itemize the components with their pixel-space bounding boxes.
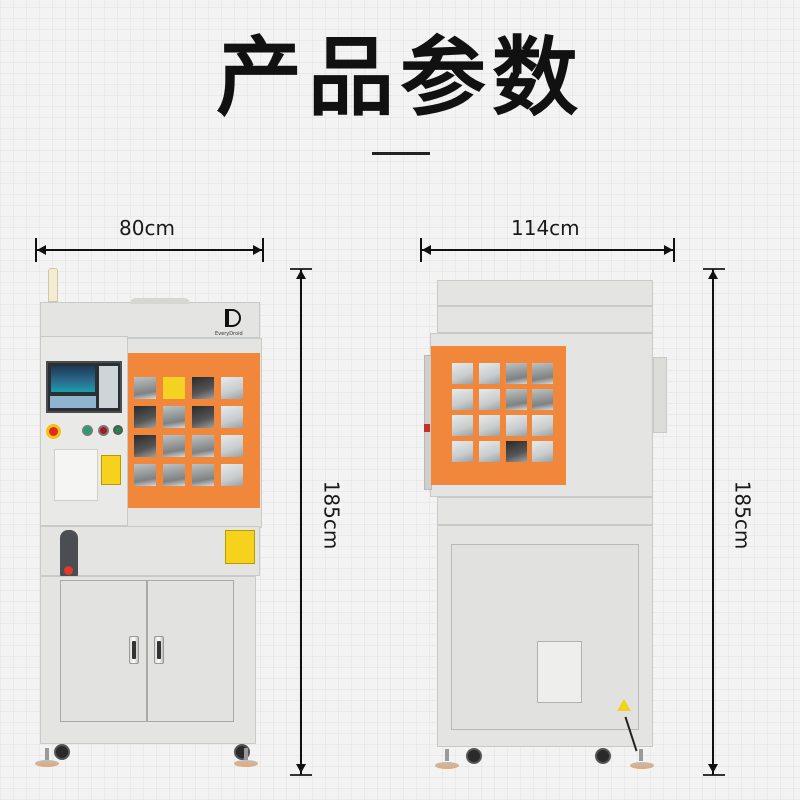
page-title: 产品参数	[216, 28, 584, 128]
door-window	[192, 435, 214, 457]
door-window	[192, 464, 214, 486]
door-window	[134, 406, 156, 428]
caster-wheel	[595, 748, 611, 764]
door-window	[506, 363, 527, 384]
leveling-foot	[35, 760, 59, 767]
arrow-up-icon	[296, 270, 306, 279]
dimension-tick	[673, 238, 675, 262]
dimension-line	[300, 269, 302, 775]
door-window	[506, 415, 527, 436]
arrow-left-icon	[422, 245, 431, 255]
dimension-line	[712, 269, 714, 775]
door-window	[452, 441, 473, 462]
door-window	[479, 441, 500, 462]
side-height-label: 185cm	[730, 480, 755, 550]
door-window	[532, 415, 553, 436]
arrow-up-icon	[708, 270, 718, 279]
emergency-stop-button[interactable]	[46, 424, 61, 439]
start-button[interactable]	[82, 425, 93, 436]
title-underline	[372, 152, 430, 155]
function-key-row[interactable]	[50, 396, 96, 408]
door-window	[163, 377, 185, 399]
door-window	[163, 464, 185, 486]
controller-screen	[51, 366, 95, 392]
warning-sticker	[101, 455, 121, 485]
leveling-foot	[435, 762, 459, 769]
cable-access-opening	[537, 641, 582, 703]
power-button[interactable]	[113, 425, 123, 435]
electric-hazard-icon	[617, 699, 631, 711]
door-window	[163, 406, 185, 428]
stop-button[interactable]	[98, 425, 109, 436]
door-window	[192, 377, 214, 399]
side-vent-box	[653, 357, 667, 433]
signal-light-tower	[48, 268, 58, 302]
caster-wheel	[466, 748, 482, 764]
door-window	[134, 377, 156, 399]
cabinet-door-right[interactable]	[147, 580, 234, 722]
top-housing-lower	[437, 306, 653, 333]
door-handle-right[interactable]	[154, 636, 164, 664]
front-width-label: 80cm	[119, 216, 175, 240]
door-window	[452, 389, 473, 410]
door-window	[452, 415, 473, 436]
door-window	[479, 389, 500, 410]
door-window	[532, 363, 553, 384]
top-housing	[40, 302, 260, 338]
door-window	[221, 377, 243, 399]
arrow-right-icon	[664, 245, 673, 255]
brand-logo-text: EveryDroid	[215, 331, 243, 337]
leveling-foot	[630, 762, 654, 769]
leveling-foot-stem	[244, 748, 248, 760]
caster-wheel	[54, 744, 70, 760]
top-housing	[437, 280, 653, 306]
emergency-stop-side	[424, 424, 430, 432]
top-cover-dome	[130, 298, 190, 304]
warning-sticker-large	[225, 530, 255, 564]
door-window	[532, 389, 553, 410]
dimension-line	[37, 249, 262, 251]
door-window	[479, 415, 500, 436]
door-window	[506, 441, 527, 462]
control-panel-window	[54, 449, 98, 501]
dimension-tick	[420, 238, 422, 262]
door-window	[221, 406, 243, 428]
arrow-down-icon	[296, 764, 306, 773]
front-height-label: 185cm	[319, 480, 344, 550]
door-window	[532, 441, 553, 462]
dimension-line	[422, 249, 673, 251]
leveling-foot-stem	[45, 748, 49, 760]
leveling-foot	[234, 760, 258, 767]
leveling-foot-stem	[639, 749, 643, 761]
door-window	[479, 363, 500, 384]
dimension-tick	[703, 268, 725, 270]
door-window	[221, 464, 243, 486]
dimension-tick	[35, 238, 37, 262]
door-window	[506, 389, 527, 410]
door-window	[452, 363, 473, 384]
door-window	[192, 406, 214, 428]
controller-keypad[interactable]	[99, 366, 118, 408]
middle-band	[437, 497, 653, 525]
dimension-tick	[290, 774, 312, 776]
door-window	[163, 435, 185, 457]
arrow-down-icon	[708, 764, 718, 773]
arrow-left-icon	[37, 245, 46, 255]
door-window	[221, 435, 243, 457]
dimension-tick	[262, 238, 264, 262]
pendant-stop-button[interactable]	[64, 566, 73, 575]
door-window	[134, 464, 156, 486]
arrow-right-icon	[253, 245, 262, 255]
dimension-tick	[703, 774, 725, 776]
door-window	[134, 435, 156, 457]
leveling-foot-stem	[445, 749, 449, 761]
side-depth-label: 114cm	[511, 216, 580, 240]
door-handle-left[interactable]	[129, 636, 139, 664]
brand-logo-icon	[225, 309, 241, 327]
